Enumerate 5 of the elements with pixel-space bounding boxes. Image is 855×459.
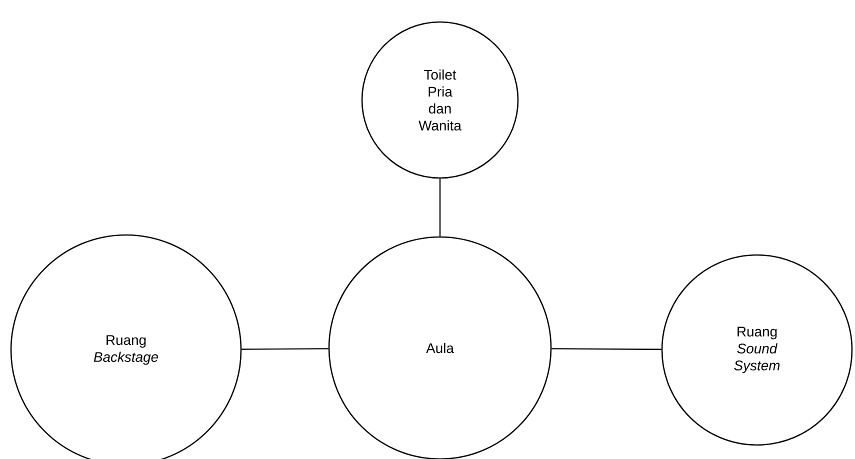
connector-line (552, 348, 662, 350)
connector-line (242, 348, 328, 350)
connector-line (439, 178, 441, 236)
circle-node: Toilet Pria dan Wanita (361, 21, 519, 179)
circle-node: Ruang Sound System (661, 254, 853, 446)
